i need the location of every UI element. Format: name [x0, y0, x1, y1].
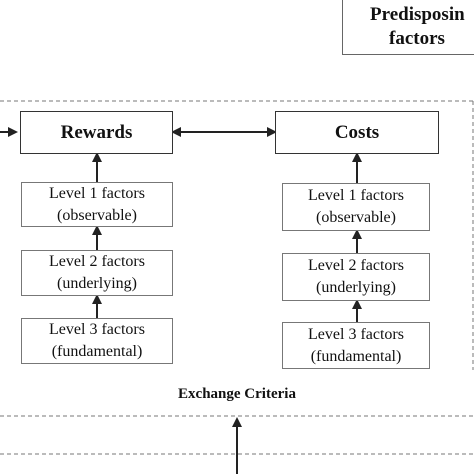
costs-level3-label: Level 3 factors	[308, 325, 404, 343]
rewards-level3-label: Level 3 factors	[49, 321, 145, 338]
rewards-title: Rewards	[60, 121, 133, 143]
rewards-level1-label: Level 1 factors	[49, 184, 145, 202]
rewards-box: Rewards	[20, 111, 173, 154]
costs-level2-sublabel: (underlying)	[316, 279, 396, 296]
rewards-level2-box: Level 2 factors (underlying)	[21, 250, 173, 296]
costs-level2-label: Level 2 factors	[308, 257, 404, 274]
rewards-level3-sublabel: (fundamental)	[51, 343, 143, 360]
predisposing-factors-line1: Predisposin	[370, 3, 465, 25]
rewards-level3-box: Level 3 factors (fundamental)	[21, 318, 173, 364]
costs-level1-sublabel: (observable)	[316, 209, 396, 226]
dashed-frame-bottom	[0, 415, 474, 455]
dashed-frame-top	[0, 100, 474, 370]
costs-title: Costs	[334, 121, 380, 143]
costs-box: Costs	[275, 111, 439, 154]
exchange-criteria-label: Exchange Criteria	[178, 386, 296, 402]
predisposing-factors-box: Predisposin factors	[342, 0, 474, 55]
rewards-level1-sublabel: (observable)	[57, 206, 137, 224]
rewards-level1-box: Level 1 factors (observable)	[21, 182, 173, 227]
rewards-level2-sublabel: (underlying)	[57, 275, 137, 292]
rewards-level2-label: Level 2 factors	[49, 253, 145, 270]
costs-level2-box: Level 2 factors (underlying)	[282, 253, 430, 301]
predisposing-factors-line2: factors	[389, 27, 445, 49]
costs-level1-box: Level 1 factors (observable)	[282, 183, 430, 231]
costs-level3-box: Level 3 factors (fundamental)	[282, 322, 430, 369]
costs-level3-sublabel: (fundamental)	[310, 347, 402, 365]
costs-level1-label: Level 1 factors	[308, 187, 404, 204]
